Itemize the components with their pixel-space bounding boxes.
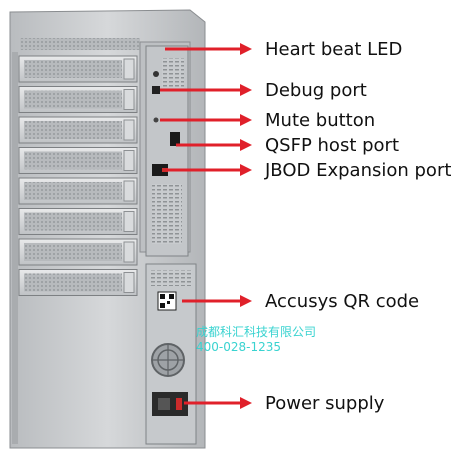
arrow-power [184, 397, 252, 409]
drive-bay [18, 86, 138, 113]
qsfp-port [170, 132, 180, 146]
io-panel [145, 45, 189, 257]
debug-port-label: Debug port [265, 80, 367, 101]
top-vent [20, 38, 140, 50]
jbod-port [152, 164, 168, 176]
heartbeat-led-label: Heart beat LED [265, 39, 403, 60]
drive-bay [18, 147, 138, 174]
qsfp-host-port-label: QSFP host port [265, 135, 399, 156]
drive-bay [18, 238, 138, 266]
arrow-qsfp [176, 139, 252, 151]
accusys-qr-code-label: Accusys QR code [265, 291, 420, 312]
watermark-phone: 400-028-1235 [196, 340, 282, 354]
mute-button-label: Mute button [265, 110, 376, 131]
arrow-heartbeat [165, 43, 252, 55]
power-supply-label: Power supply [265, 393, 385, 414]
arrow-debug [160, 84, 252, 96]
arrow-jbod [166, 164, 252, 176]
watermark-company: 成都科汇科技有限公司 [196, 325, 317, 339]
drive-bay [18, 116, 138, 144]
heartbeat-led [153, 71, 159, 77]
arrow-mute [160, 114, 252, 126]
drive-bay [18, 208, 138, 235]
drive-bay [18, 55, 138, 83]
mute-button [153, 117, 159, 123]
jbod-expansion-port-label: JBOD Expansion port [265, 160, 452, 181]
drive-bay [18, 177, 138, 205]
arrow-qr [182, 295, 252, 307]
debug-port [152, 86, 160, 94]
callout-arrows [160, 43, 252, 409]
drive-bays [18, 55, 138, 296]
lower-panel [145, 263, 197, 445]
drive-bay [18, 269, 138, 296]
